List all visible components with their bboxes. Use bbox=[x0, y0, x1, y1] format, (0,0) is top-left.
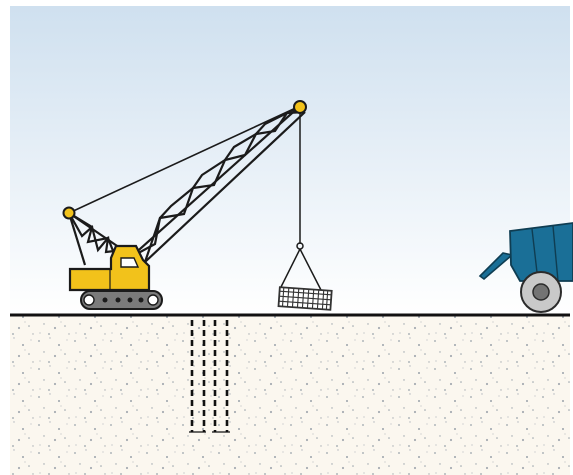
track-wheels bbox=[83, 294, 159, 306]
track-rollers bbox=[102, 297, 144, 303]
wheel-hub bbox=[532, 283, 550, 301]
crane-back-frame bbox=[67, 212, 124, 266]
sling-left bbox=[279, 248, 301, 290]
bored-pile-outline-icon bbox=[190, 320, 229, 432]
crawler-crane-icon bbox=[62, 100, 307, 310]
pendant-cable bbox=[68, 105, 301, 214]
rear-sheave bbox=[62, 206, 76, 220]
crane-boom bbox=[130, 105, 306, 263]
cab-window bbox=[120, 257, 140, 268]
drum-seam-2 bbox=[552, 225, 559, 282]
rebar-cage-icon bbox=[277, 242, 333, 311]
ground-soil bbox=[10, 315, 570, 475]
boom-tip-sheave bbox=[293, 100, 307, 114]
cage-body bbox=[277, 286, 333, 311]
crawler-track bbox=[80, 290, 163, 310]
sling-right bbox=[299, 248, 323, 293]
sky-background bbox=[10, 6, 570, 315]
concrete-mixer-truck-icon bbox=[478, 222, 573, 313]
